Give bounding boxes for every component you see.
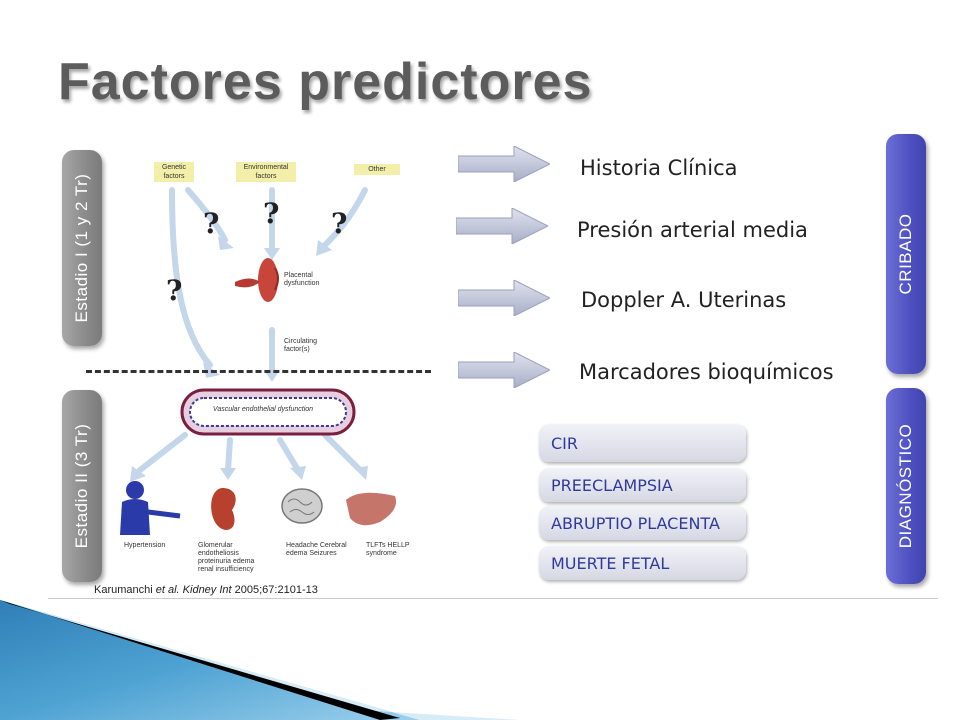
arrow-to-brain bbox=[277, 437, 301, 473]
question-mark-2: ? bbox=[263, 197, 280, 230]
predictor-biochemical-markers: Marcadores bioquímicos bbox=[579, 360, 834, 384]
arrow-icon bbox=[458, 280, 550, 316]
genetic-factors-tag: Genetic factors bbox=[154, 162, 194, 182]
arrow-icon bbox=[458, 146, 550, 182]
question-mark-3: ? bbox=[331, 207, 348, 240]
hypertension-label: Hypertension bbox=[124, 542, 166, 549]
placenta-icon bbox=[235, 258, 279, 302]
diagnosis-item: PREECLAMPSIA bbox=[539, 468, 746, 502]
diagnosis-item: MUERTE FETAL bbox=[539, 546, 746, 580]
brain-icon bbox=[281, 488, 323, 524]
question-mark-4: ? bbox=[166, 274, 183, 307]
predictor-uterine-doppler: Doppler A. Uterinas bbox=[581, 288, 787, 312]
stage-separator-line bbox=[86, 370, 431, 373]
diagnosis-bar: DIAGNÓSTICO bbox=[886, 388, 926, 584]
stage-2-bar: Estadio II (3 Tr) bbox=[62, 390, 102, 582]
arrow-genetic-placenta bbox=[185, 187, 228, 243]
kidney-label: Glomerular endotheliosis proteinuria ede… bbox=[198, 542, 255, 573]
footer-line bbox=[48, 598, 938, 599]
predictor-mean-arterial-pressure: Presión arterial media bbox=[577, 218, 808, 242]
arrow-icon bbox=[456, 208, 548, 244]
diagnosis-label: DIAGNÓSTICO bbox=[896, 423, 915, 549]
citation-authors: Karumanchi bbox=[94, 584, 156, 596]
citation-journal: et al. Kidney Int bbox=[155, 584, 232, 596]
citation-ref: 2005;67:2101-13 bbox=[231, 584, 318, 596]
arrow-other-placenta bbox=[322, 187, 368, 248]
liver-icon bbox=[346, 492, 396, 526]
environmental-factors-tag: Environmental factors bbox=[236, 162, 296, 182]
decorative-swoosh bbox=[0, 600, 520, 720]
arrow-icon bbox=[458, 352, 550, 388]
screening-label: CRIBADO bbox=[896, 213, 915, 295]
stage-1-label: Estadio I (1 y 2 Tr) bbox=[72, 173, 91, 323]
hypertension-person-icon bbox=[120, 481, 181, 535]
pathophysiology-figure bbox=[120, 187, 396, 535]
kidney-icon bbox=[211, 488, 236, 530]
screening-bar: CRIBADO bbox=[886, 134, 926, 374]
diagnosis-item: CIR bbox=[539, 424, 746, 462]
vessel-icon bbox=[180, 388, 356, 436]
arrow-to-hypertension bbox=[137, 432, 188, 473]
circulating-factors-label: Circulating factor(s) bbox=[284, 338, 318, 353]
citation: Karumanchi et al. Kidney Int 2005;67:210… bbox=[94, 584, 318, 596]
brain-label: Headache Cerebral edema Seizures bbox=[286, 542, 347, 557]
page-title: Factores predictores bbox=[58, 53, 593, 111]
other-factors-tag: Other bbox=[354, 164, 400, 175]
placental-dysfunction-label: Placental dysfunction bbox=[284, 272, 320, 287]
diagnosis-item: ABRUPTIO PLACENTA bbox=[539, 506, 746, 540]
stage-1-bar: Estadio I (1 y 2 Tr) bbox=[62, 150, 102, 346]
arrow-to-kidney bbox=[225, 437, 233, 473]
liver-label: TLFTs HELLP syndrome bbox=[366, 542, 410, 557]
arrow-to-liver bbox=[322, 432, 363, 473]
question-mark-1: ? bbox=[203, 207, 220, 240]
stage-2-label: Estadio II (3 Tr) bbox=[72, 423, 91, 549]
vascular-dysfunction-label: Vascular endothelial dysfunction bbox=[212, 406, 314, 413]
arrow-genetic-down bbox=[169, 187, 213, 368]
predictor-clinical-history: Historia Clínica bbox=[580, 156, 738, 180]
